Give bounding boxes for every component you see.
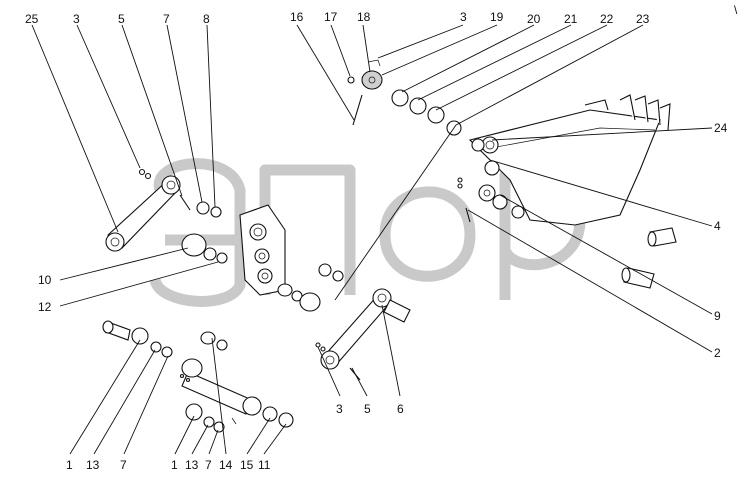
label-12: 12 [38,300,52,314]
label-14: 14 [219,458,233,472]
label-13b: 13 [185,458,199,472]
label-22: 22 [600,12,614,26]
link-6 [315,288,411,381]
boom-bracket [239,204,321,312]
label-20: 20 [527,12,541,26]
label-5: 5 [118,12,125,26]
bottom-pins-washers [102,320,294,433]
labels-top: 25 3 5 7 8 16 17 18 3 19 20 21 22 23 [25,10,650,26]
label-23: 23 [636,12,650,26]
label-25: 25 [25,12,39,26]
label-8: 8 [203,12,210,26]
label-9: 9 [714,309,721,323]
label-11: 11 [258,458,271,472]
mid-washers [318,263,344,282]
label-17: 17 [324,10,338,24]
label-13: 13 [86,458,100,472]
label-3: 3 [73,12,80,26]
labels-middle: 10 12 3 5 6 [38,273,404,416]
label-6: 6 [397,402,404,416]
pins-4-9 [621,227,677,289]
label-16: 16 [290,10,304,24]
cylinder-14 [179,331,262,425]
pin-16 [347,76,363,126]
label-1: 1 [66,458,73,472]
label-7c: 7 [205,458,212,472]
label-4: 4 [714,219,721,233]
labels-bottom: 1 13 7 1 13 7 14 15 11 [66,458,271,472]
label-3b: 3 [460,10,467,24]
plate-18 [361,59,383,90]
label-5b: 5 [364,402,371,416]
label-1b: 1 [171,458,178,472]
label-19: 19 [490,10,504,24]
small-pins-3-5 [138,168,191,211]
label-7: 7 [163,12,170,26]
labels-right: 24 4 9 2 [714,121,728,360]
leader-lines [31,24,713,455]
label-2: 2 [714,346,721,360]
bucket [457,94,671,226]
label-10: 10 [38,273,52,287]
washers-7-8 [196,201,222,218]
label-18: 18 [357,10,371,24]
label-15: 15 [240,458,254,472]
label-21: 21 [564,12,578,26]
bushings-10-12 [181,233,228,264]
rings-19-22 [391,89,462,136]
corner-mark: \ [734,3,738,17]
label-3c: 3 [336,402,343,416]
label-7b: 7 [120,458,127,472]
link-25 [105,175,181,252]
label-24: 24 [714,121,728,135]
